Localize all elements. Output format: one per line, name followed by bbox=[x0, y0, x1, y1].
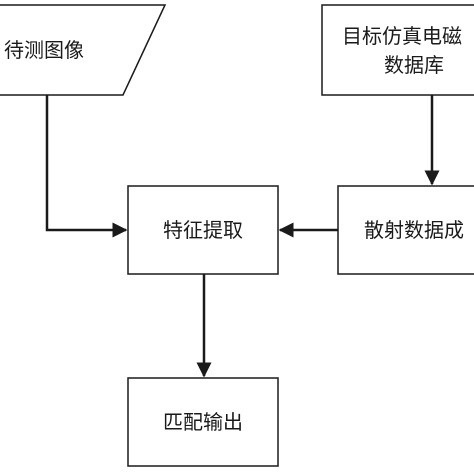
match-output-shape bbox=[127, 377, 279, 467]
input-image-shape bbox=[0, 4, 167, 96]
em-database-label-line2: 数据库 bbox=[384, 53, 444, 77]
feature-extraction-node: 特征提取 bbox=[127, 185, 279, 275]
feature-extraction-shape bbox=[127, 185, 279, 275]
em-database-label-line1: 目标仿真电磁 bbox=[342, 24, 462, 48]
feature-extraction-label: 特征提取 bbox=[163, 218, 243, 242]
scatter-data-shape bbox=[337, 185, 474, 275]
scatter-data-label: 散射数据成 bbox=[364, 218, 464, 242]
input-image-node: 待测图像 bbox=[0, 4, 167, 96]
match-output-node: 匹配输出 bbox=[127, 377, 279, 467]
scatter-data-node: 散射数据成 bbox=[337, 185, 474, 275]
em-database-node: 目标仿真电磁 数据库 bbox=[321, 4, 474, 96]
match-output-label: 匹配输出 bbox=[163, 410, 243, 434]
em-database-shape bbox=[321, 4, 474, 96]
input-image-label: 待测图像 bbox=[4, 38, 84, 62]
arrow-input-to-feature bbox=[45, 95, 128, 238]
